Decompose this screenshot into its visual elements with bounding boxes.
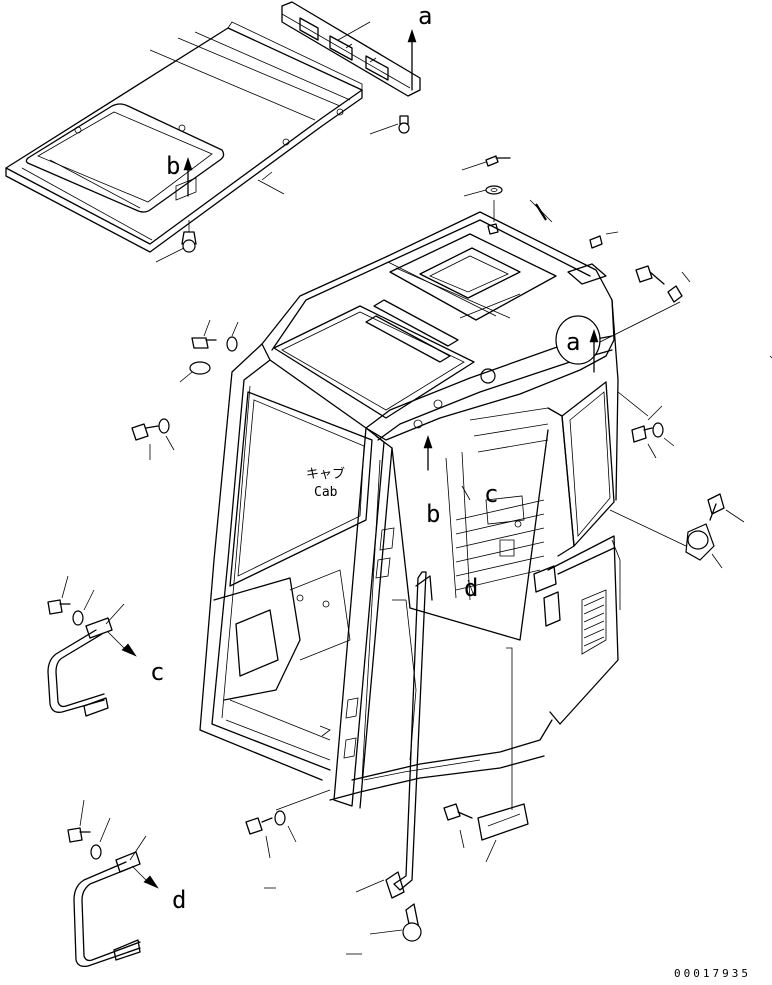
handrail-d: [73, 835, 159, 968]
leader-d-interior: [467, 579, 475, 597]
bolt-bottom-left: [67, 799, 111, 860]
label-c-cab: c: [484, 480, 499, 508]
arrow-a-top: [407, 29, 417, 91]
spring-pin: [529, 199, 553, 223]
label-b-roof: b: [166, 152, 181, 180]
lamp-assembly: [609, 493, 745, 569]
handrail-c: [47, 603, 137, 717]
bolt-mid-left: [131, 418, 175, 460]
roof-bolt: [155, 220, 197, 263]
bolt-bottom-right: [443, 803, 473, 849]
label-b-cab: b: [426, 500, 441, 528]
roof-panel: [5, 21, 363, 253]
label-d-cab: d: [464, 574, 479, 602]
leader-c-interior: [461, 485, 471, 501]
cab-body: [199, 211, 621, 809]
top-bracket: [281, 1, 421, 97]
label-a-top: a: [418, 2, 433, 30]
label-a-cab: a: [566, 328, 581, 356]
roof-leader: [257, 179, 285, 195]
label-cab-en: Cab: [314, 485, 338, 500]
bracket-bolt: [369, 115, 410, 135]
stay-rod-bolt: [369, 903, 422, 942]
rubber-cap: [179, 361, 211, 383]
top-washer: [463, 185, 503, 197]
bolt-lower-left: [47, 575, 95, 626]
arrow-b-cab: [423, 435, 433, 471]
bolt-upper-left: [191, 319, 239, 352]
label-cab-jp: キャブ: [306, 467, 346, 482]
drawing-number: 00017935: [674, 967, 751, 980]
door-stay-rod: [355, 571, 433, 899]
arrow-b-roof: [183, 157, 193, 197]
top-screw: [461, 155, 511, 171]
label-c-arrow: c: [150, 658, 165, 686]
bolt-bottom-center: [245, 789, 331, 859]
small-cap: [589, 231, 619, 249]
label-d-arrow: d: [172, 886, 187, 914]
bolt-upper-right: [635, 265, 691, 303]
bolt-mid-right: [617, 391, 675, 459]
cover-plate: [477, 647, 529, 863]
arrow-a-cab: [589, 329, 599, 373]
leader-upper-right: [599, 301, 681, 343]
leader-floor: [319, 725, 331, 737]
